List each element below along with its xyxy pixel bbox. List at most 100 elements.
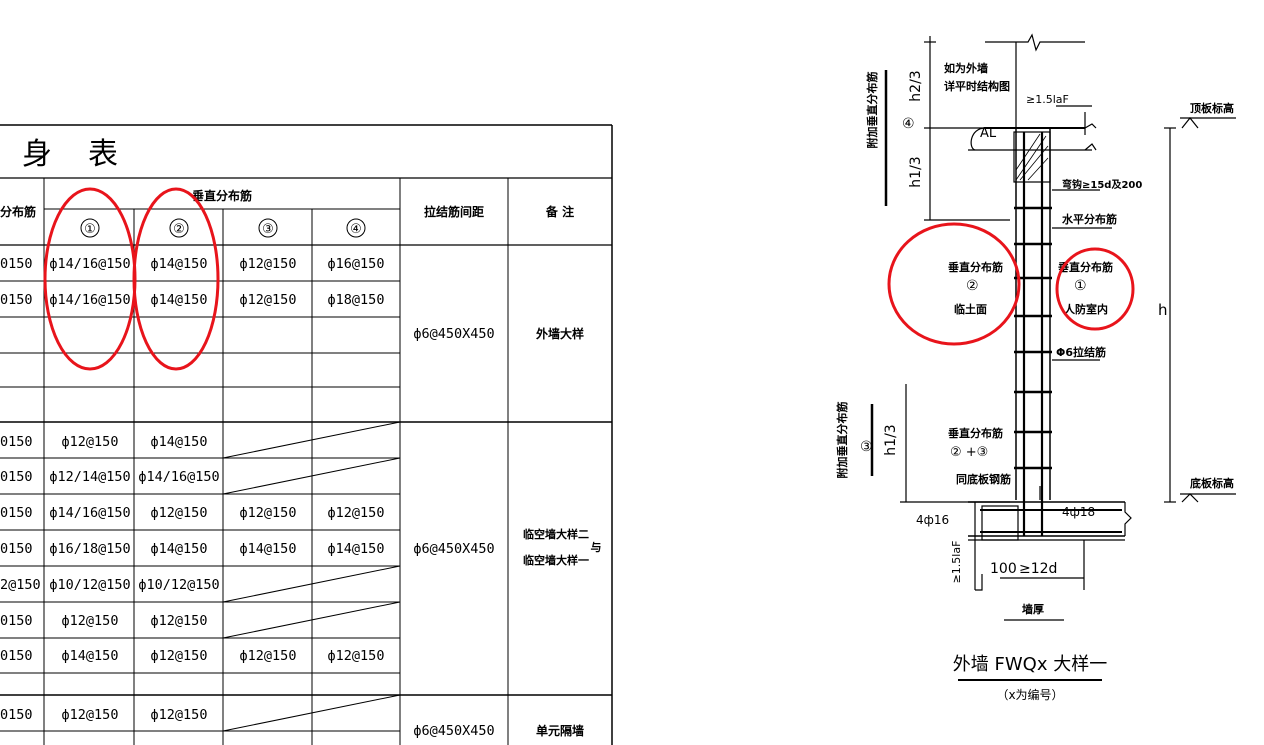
detail-labels: 附加垂直分布筋 ④ h2/3 如为外墙 详平时结构图 ≥1.5laF AL 顶板… — [835, 61, 1234, 702]
wall-detail — [870, 33, 1236, 681]
label-hook: 弯钩≥15d及200 — [1062, 178, 1142, 191]
table-cell: ф12@150 — [328, 505, 385, 521]
label-anchor-top: ≥1.5laF — [1026, 93, 1069, 106]
header-left-partial: 分布筋 — [0, 204, 36, 219]
table-cell: ф18@150 — [328, 292, 385, 308]
label-outer-wall-2: 详平时结构图 — [944, 79, 1010, 93]
left-cell: 0150 — [0, 434, 33, 450]
table-cell: ф12@150 — [151, 648, 208, 664]
left-cell: 0150 — [0, 292, 33, 308]
annotation-circle-indoor — [1055, 247, 1135, 331]
detail-caption-sub: （x为编号） — [996, 687, 1063, 702]
label-roof-elevation: 顶板标高 — [1190, 101, 1234, 115]
header-col1: ① — [84, 222, 96, 237]
left-cell: 2@150 — [0, 577, 41, 593]
header-note: 备 注 — [545, 204, 574, 219]
header-tie: 拉结筋间距 — [424, 204, 484, 219]
table-cell: ф14@150 — [328, 541, 385, 557]
annotation-ellipse-col2 — [132, 187, 220, 371]
left-partial-column: 0150 0150 0150 0150 0150 0150 2@150 0150… — [0, 256, 41, 723]
table-cell: ф14@150 — [151, 292, 208, 308]
label-h: h — [1158, 301, 1168, 319]
table-cell: ф12@150 — [328, 648, 385, 664]
note-and: 与 — [591, 541, 602, 554]
header-col4: ④ — [350, 222, 362, 237]
table-cell: ф14/16@150 — [49, 256, 130, 272]
header-vertical: 垂直分布筋 — [192, 188, 252, 203]
label-soil-face: 临土面 — [954, 302, 987, 316]
table-cell: ф10/12@150 — [49, 577, 130, 593]
label-combo: ② +③ — [950, 445, 988, 460]
table-cell: ф12/14@150 — [49, 469, 130, 485]
label-bar-left: 4ф16 — [916, 513, 949, 527]
circle-3: ③ — [860, 439, 873, 455]
label-bar-right: 4ф18 — [1062, 505, 1095, 519]
tie-spacing: ф6@450X450 — [413, 723, 494, 739]
table-cell: ф12@150 — [62, 707, 119, 723]
label-vertical-bottom: 垂直分布筋 — [948, 426, 1003, 440]
left-cell: 0150 — [0, 648, 33, 664]
label-outer-wall-1: 如为外墙 — [944, 61, 988, 75]
table-cell: ф10/12@150 — [138, 577, 219, 593]
table-cell: ф12@150 — [240, 292, 297, 308]
table-cell: ф12@150 — [151, 707, 208, 723]
table-cell: ф14@150 — [151, 256, 208, 272]
table-cell: ф14@150 — [151, 434, 208, 450]
label-wall-thickness: 墙厚 — [1022, 602, 1044, 616]
label-al: AL — [980, 126, 997, 141]
table-cell: ф12@150 — [240, 505, 297, 521]
table-cell: ф16/18@150 — [49, 541, 130, 557]
label-horizontal-bars: 水平分布筋 — [1062, 212, 1117, 226]
table-cell: ф14/16@150 — [49, 505, 130, 521]
label-vertical-left: 垂直分布筋 — [948, 260, 1003, 274]
header-col3: ③ — [262, 222, 274, 237]
label-additional-vertical-4: 附加垂直分布筋 — [865, 72, 879, 149]
table-cell: ф16@150 — [328, 256, 385, 272]
left-cell: 0150 — [0, 613, 33, 629]
label-indoor: 人防室内 — [1064, 302, 1108, 316]
table-cell: ф12@150 — [151, 505, 208, 521]
label-tie: Φ6拉结筋 — [1056, 345, 1106, 359]
label-same-slab: 同底板钢筋 — [956, 472, 1011, 486]
label-h13-bottom: h1/3 — [883, 424, 899, 455]
label-h13-top: h1/3 — [908, 156, 924, 187]
circle-1: ① — [1074, 278, 1087, 294]
left-cell: 0150 — [0, 256, 33, 272]
table-cell: ф12@150 — [151, 613, 208, 629]
circle-2: ② — [966, 278, 979, 294]
table-title-left: 身 — [22, 137, 52, 172]
label-dim-100: 100 — [990, 561, 1017, 577]
table-cell: ф12@150 — [62, 613, 119, 629]
annotation-ellipse-col1 — [43, 187, 137, 371]
table-cell: ф12@150 — [62, 434, 119, 450]
annotation-circle-soil — [887, 222, 1021, 346]
label-h23: h2/3 — [908, 70, 924, 101]
left-cell: 0150 — [0, 505, 33, 521]
label-dim-12d: ≥12d — [1019, 561, 1057, 577]
table-cell: ф14@150 — [151, 541, 208, 557]
detail-caption: 外墙 FWQx 大样一 — [953, 654, 1107, 675]
tie-spacing: ф6@450X450 — [413, 541, 494, 557]
header-col2: ② — [173, 222, 185, 237]
table-cell: ф12@150 — [240, 256, 297, 272]
table-cell: ф14/16@150 — [138, 469, 219, 485]
table-body: ф14/16@150 ф14@150 ф12@150 ф16@150 ф14/1… — [49, 256, 601, 739]
label-anchor-bottom: ≥1.5laF — [950, 541, 963, 584]
table-cell: ф14/16@150 — [49, 292, 130, 308]
label-additional-vertical-3: 附加垂直分布筋 — [835, 402, 849, 479]
circle-4: ④ — [902, 116, 915, 132]
label-bottom-elevation: 底板标高 — [1190, 476, 1234, 490]
rebar-table — [0, 124, 613, 745]
left-cell: 0150 — [0, 469, 33, 485]
note-exterior: 外墙大样 — [536, 326, 584, 341]
note-adjacent-2: 临空墙大样二 — [523, 527, 589, 541]
note-unit-wall: 单元隔墙 — [536, 723, 584, 738]
table-title-right: 表 — [88, 137, 118, 172]
label-vertical-right: 垂直分布筋 — [1058, 260, 1113, 274]
table-cell: ф14@150 — [240, 541, 297, 557]
note-adjacent-1: 临空墙大样一 — [523, 553, 589, 567]
left-cell: 0150 — [0, 707, 33, 723]
tie-spacing: ф6@450X450 — [413, 326, 494, 342]
table-cell: ф12@150 — [240, 648, 297, 664]
